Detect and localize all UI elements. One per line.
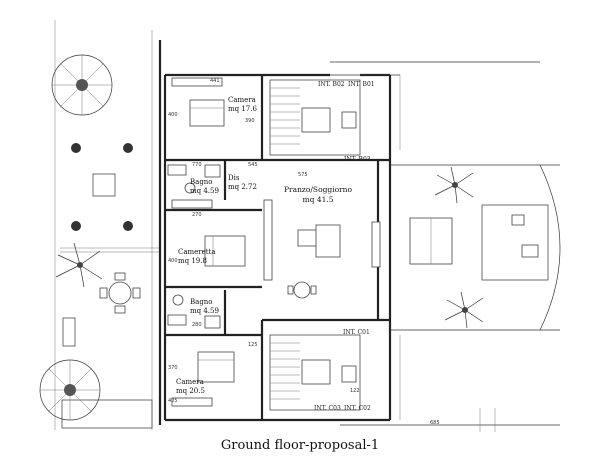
dim-label: 270 [192, 212, 202, 218]
dim-label: 122 [350, 388, 360, 394]
dim-label: 441 [210, 78, 220, 84]
terrace-right [390, 164, 561, 331]
room-area: mq 19.8 [178, 257, 207, 265]
dim-label: 770 [192, 162, 202, 168]
room-name: Bagno [190, 178, 213, 186]
label-int-c01: INT. C01 [343, 329, 370, 336]
label-bagno-top: Bagno mq 4.59 [190, 178, 219, 196]
dim-label: 400 [168, 112, 178, 118]
palm-terrace-bottom [444, 291, 484, 329]
dim-label: 370 [168, 365, 178, 371]
room-name: Bagno [190, 298, 213, 306]
label-int-c02: INT. C02 [344, 405, 371, 412]
label-dis: Dis mq 2.72 [228, 174, 257, 192]
sofa [315, 221, 381, 268]
palm-terrace-top [434, 166, 474, 204]
tree-top-left [51, 54, 113, 116]
label-bagno-bottom: Bagno mq 4.59 [190, 298, 219, 316]
tree-bottom-left [39, 359, 101, 421]
room-area: mq 2.72 [228, 183, 257, 191]
room-name: Cameretta [178, 248, 216, 256]
room-name: Camera [228, 96, 256, 104]
dim-label: 280 [192, 322, 202, 328]
label-int-c03: INT. C03 [314, 405, 341, 412]
bed-camera-top [189, 99, 225, 127]
dining-table-interior [287, 281, 317, 299]
potted-plants [71, 143, 133, 231]
dim-label: 575 [298, 172, 308, 178]
label-int-b02: INT. B02 [318, 81, 345, 88]
wardrobes [171, 77, 223, 407]
corridors [330, 61, 560, 432]
bed-cameretta [204, 235, 246, 267]
room-name: Camera [176, 378, 204, 386]
room-area: mq 4.59 [190, 307, 219, 315]
bathroom-bottom-fixtures [167, 294, 221, 329]
label-cameretta: Cameretta mq 19.8 [178, 248, 216, 266]
label-int-b01: INT. B01 [348, 81, 375, 88]
label-int-b03: INT. B03 [344, 156, 371, 163]
label-pranzo-soggiorno: Pranzo/Soggiorno mq 41.5 [284, 185, 352, 205]
dim-label: 685 [430, 420, 440, 426]
garden-left [54, 20, 160, 430]
label-camera-bottom: Camera mq 20.5 [176, 378, 205, 396]
room-area: mq 17.6 [228, 105, 257, 113]
drawing-caption: Ground floor-proposal-1 [220, 438, 380, 453]
dim-label: 545 [248, 162, 258, 168]
bathroom-top-fixtures [167, 164, 221, 194]
outdoor-table-left [99, 272, 141, 314]
label-camera-top: Camera mq 17.6 [228, 96, 257, 114]
dim-label: 405 [168, 398, 178, 404]
room-area: mq 41.5 [302, 195, 334, 204]
bed-camera-bottom [197, 351, 235, 383]
dim-label: 125 [248, 342, 258, 348]
dim-label: 400 [168, 258, 178, 264]
room-name: Dis [228, 174, 240, 182]
dim-label: 390 [245, 118, 255, 124]
room-area: mq 20.5 [176, 387, 205, 395]
palm-left [55, 242, 103, 288]
stair-block-top [269, 79, 361, 156]
room-area: mq 4.59 [190, 187, 219, 195]
room-name: Pranzo/Soggiorno [284, 185, 353, 194]
stair-block-bottom [269, 334, 361, 411]
